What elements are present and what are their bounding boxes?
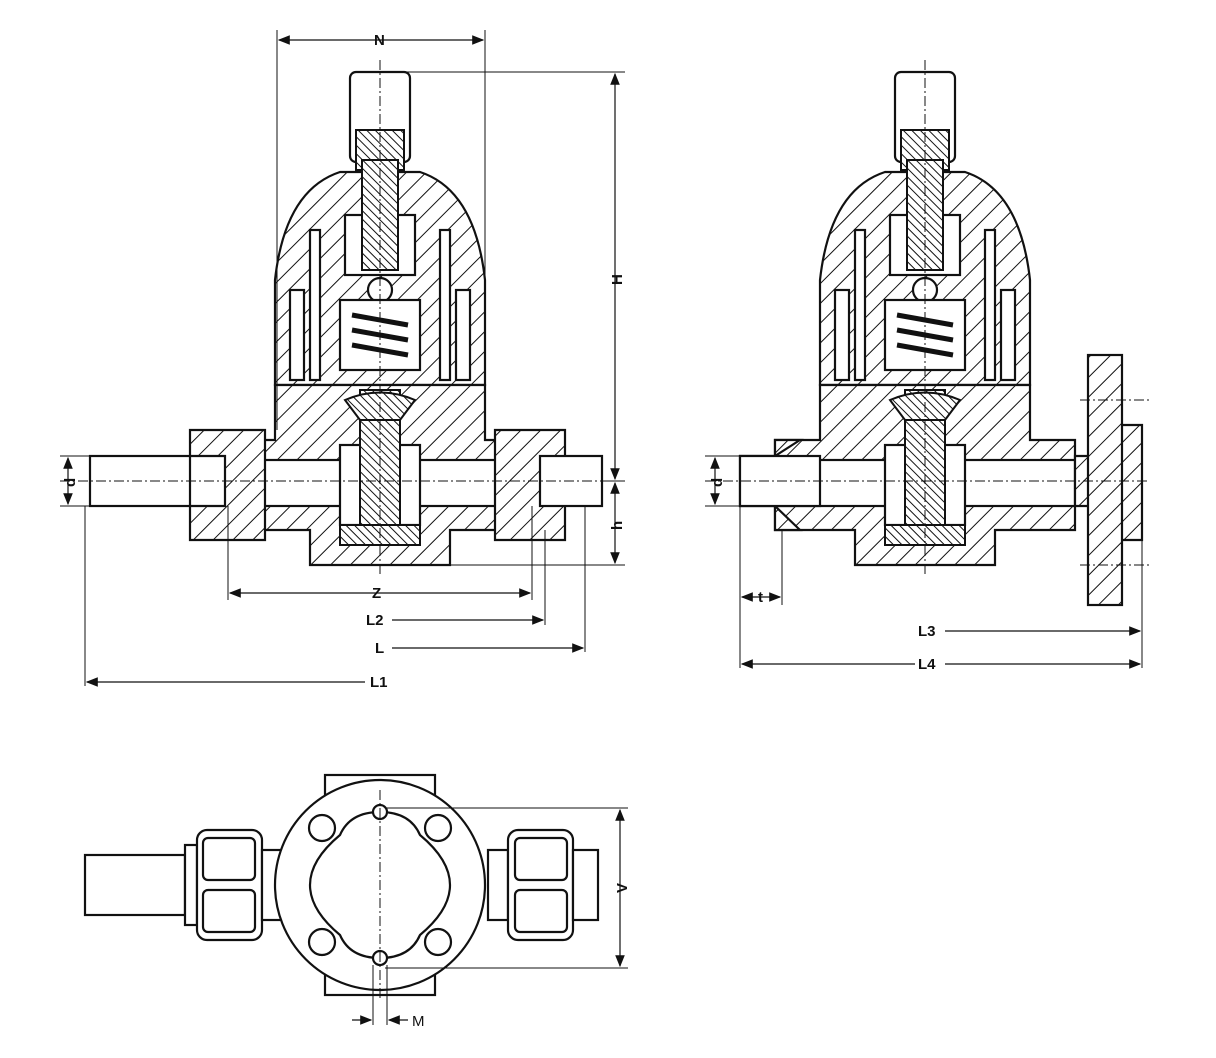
dim-label-Z: Z — [372, 585, 381, 602]
dim-label-L4: L4 — [918, 656, 936, 673]
dim-label-L3: L3 — [918, 623, 936, 640]
top-view: V M — [83, 773, 631, 1030]
dim-label-h: h — [609, 521, 626, 530]
flanged-view: d t L3 L4 — [705, 60, 1150, 673]
dim-label-L1: L1 — [370, 674, 388, 691]
dim-label-L2: L2 — [366, 612, 384, 629]
dim-label-L: L — [375, 640, 384, 657]
dim-label-V: V — [614, 883, 631, 893]
front-view: N H h d Z L2 L L1 — [60, 30, 626, 691]
dim-label-M: M — [412, 1013, 425, 1030]
dim-label-d-flanged: d — [709, 478, 726, 487]
dim-label-H: H — [609, 274, 626, 285]
dim-label-t: t — [758, 589, 763, 606]
dim-label-d: d — [62, 478, 79, 487]
dim-label-N: N — [374, 32, 385, 49]
